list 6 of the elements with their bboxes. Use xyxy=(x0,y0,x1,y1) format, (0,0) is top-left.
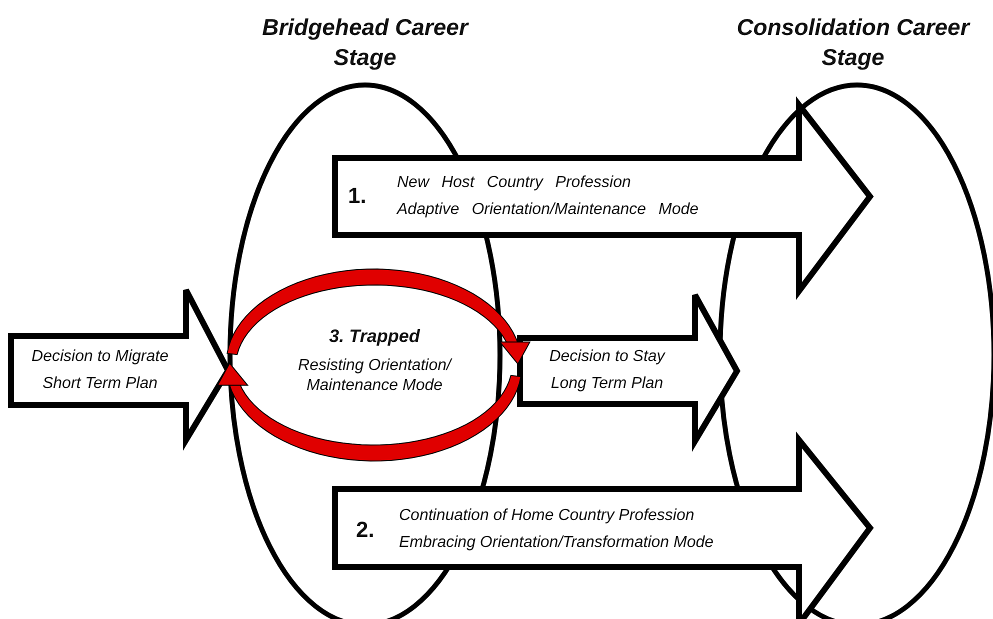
stage-title: Consolidation Career Stage xyxy=(736,13,972,72)
callout-number: 2. xyxy=(356,517,374,543)
mode-label: Resisting Orientation/ Maintenance Mode xyxy=(297,356,454,396)
stage-title: Bridgehead Career Stage xyxy=(261,13,470,72)
stage-heading: 3. Trapped xyxy=(328,326,422,346)
callout-number: 1. xyxy=(348,183,366,209)
